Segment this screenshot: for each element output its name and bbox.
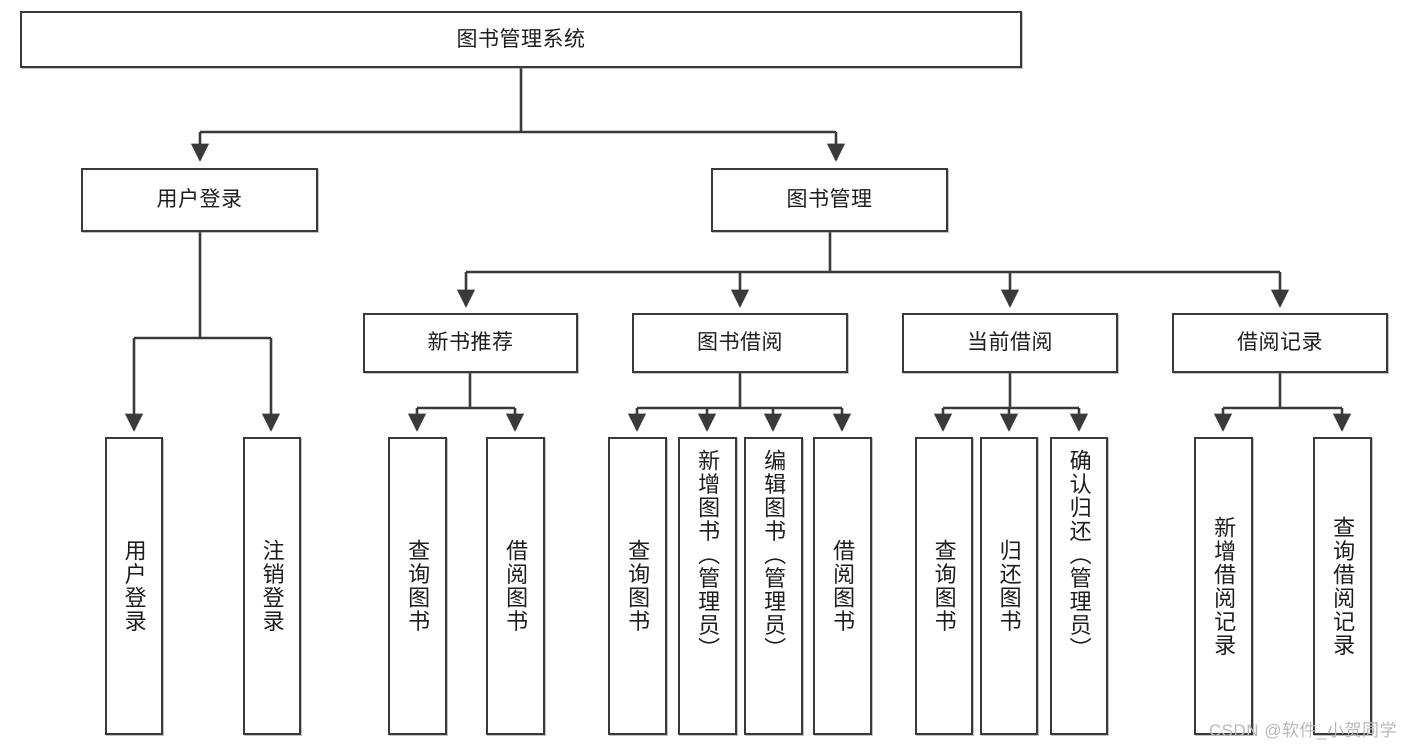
leaf-edit-book-admin[interactable]: 编辑图书（管理员） xyxy=(744,437,803,735)
leaf-confirm-return-admin[interactable]: 确认归还（管理员） xyxy=(1050,437,1108,735)
node-label: 借阅图书 xyxy=(830,539,856,633)
node-label: 借阅图书 xyxy=(503,539,529,633)
leaf-query-book-recommend[interactable]: 查询图书 xyxy=(388,437,447,735)
node-label: 用户登录 xyxy=(156,188,243,212)
leaf-return-book[interactable]: 归还图书 xyxy=(980,437,1038,735)
node-label: 查询借阅记录 xyxy=(1330,515,1356,657)
leaf-borrow-book-recommend[interactable]: 借阅图书 xyxy=(486,437,545,735)
leaf-query-book-current[interactable]: 查询图书 xyxy=(915,437,973,735)
node-label: 借阅记录 xyxy=(1237,331,1323,355)
node-label: 新增借阅记录 xyxy=(1211,515,1237,657)
leaf-add-book-admin[interactable]: 新增图书（管理员） xyxy=(678,437,737,735)
node-label: 查询图书 xyxy=(931,539,957,633)
leaf-logout[interactable]: 注销登录 xyxy=(243,437,301,735)
node-label: 当前借阅 xyxy=(967,331,1053,355)
node-borrow-record[interactable]: 借阅记录 xyxy=(1172,313,1388,373)
leaf-borrow-book[interactable]: 借阅图书 xyxy=(813,437,872,735)
node-label: 归还图书 xyxy=(996,539,1022,633)
node-label: 查询图书 xyxy=(625,539,651,633)
node-label: 新增图书（管理员） xyxy=(695,449,721,661)
node-label: 图书管理 xyxy=(786,188,873,212)
node-label: 用户登录 xyxy=(121,539,147,633)
node-label: 编辑图书（管理员） xyxy=(761,449,787,661)
leaf-user-login[interactable]: 用户登录 xyxy=(105,437,163,735)
node-root[interactable]: 图书管理系统 xyxy=(20,11,1022,68)
node-new-book-recommend[interactable]: 新书推荐 xyxy=(363,313,578,373)
leaf-add-borrow-record[interactable]: 新增借阅记录 xyxy=(1194,437,1253,735)
node-label: 新书推荐 xyxy=(427,331,514,355)
node-label: 注销登录 xyxy=(259,539,285,633)
leaf-query-borrow-record[interactable]: 查询借阅记录 xyxy=(1313,437,1372,735)
node-label: 图书管理系统 xyxy=(456,27,586,51)
node-label: 确认归还（管理员） xyxy=(1066,449,1092,661)
node-user-login[interactable]: 用户登录 xyxy=(81,168,318,232)
node-book-management[interactable]: 图书管理 xyxy=(711,168,948,232)
node-current-borrow[interactable]: 当前借阅 xyxy=(902,313,1118,373)
csdn-watermark: CSDN @软件_小贺同学 xyxy=(1208,721,1397,740)
node-book-borrow[interactable]: 图书借阅 xyxy=(632,313,848,373)
node-label: 查询图书 xyxy=(405,539,431,633)
leaf-query-book-borrow[interactable]: 查询图书 xyxy=(608,437,667,735)
node-label: 图书借阅 xyxy=(697,331,783,355)
